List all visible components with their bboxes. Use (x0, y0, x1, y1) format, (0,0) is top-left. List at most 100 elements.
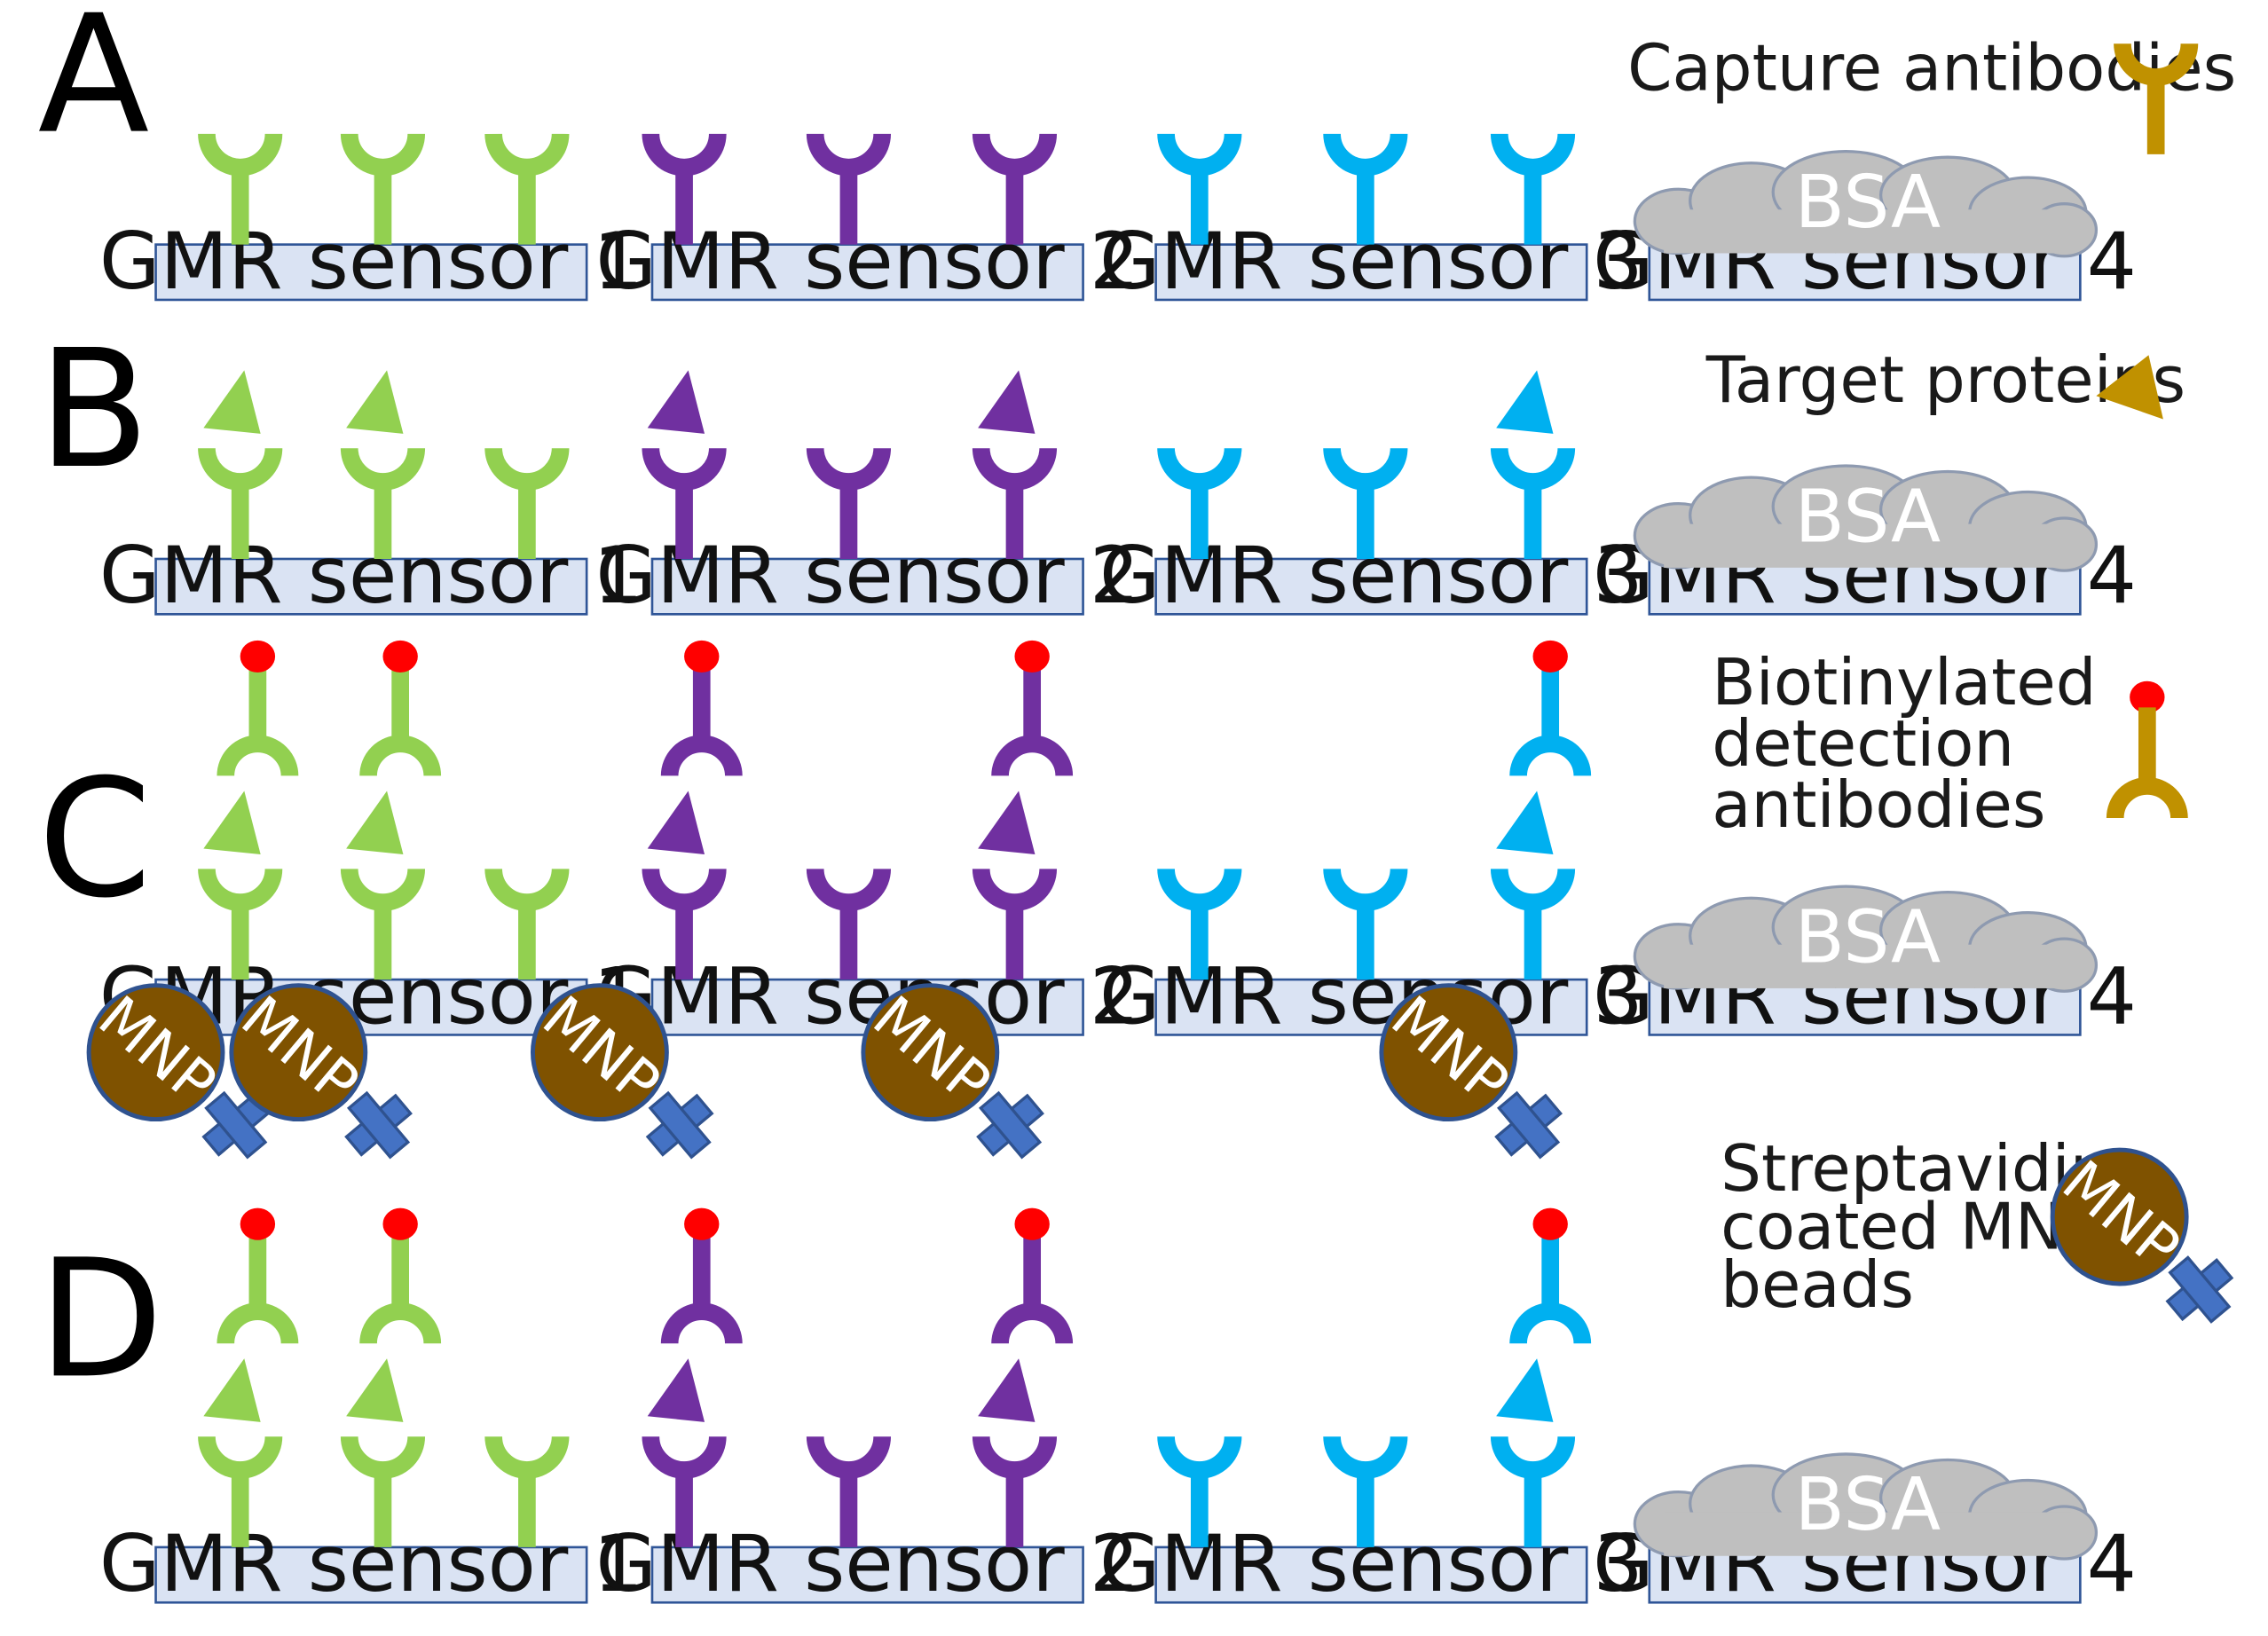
sensor-label: GMR sensor 1 (99, 1518, 643, 1609)
gmr-sensor-3: GMR sensor 3 (1099, 216, 1643, 307)
biotin-dot (2130, 680, 2165, 713)
capture-antibody-icon (1157, 1435, 1242, 1547)
capture-antibody-icon (1490, 447, 1576, 559)
capture-antibody-icon (1323, 868, 1408, 980)
capture-antibody-icon (198, 447, 283, 559)
target-protein-icon (978, 790, 1036, 855)
biotin-dot (684, 640, 720, 672)
sensor-bar (154, 557, 588, 616)
sensor-label: GMR sensor 1 (99, 530, 643, 621)
capture-antibody-icon (642, 868, 727, 980)
detection-antibody-icon (359, 640, 442, 776)
capture-antibody-icon (340, 447, 426, 559)
sensor-bar (1154, 1546, 1588, 1604)
mnp-bead: MNP (530, 983, 714, 1160)
target-protein-icon (647, 370, 705, 434)
capture-antibody-icon (1157, 133, 1242, 245)
capture-antibody-icon (484, 1435, 570, 1547)
sensor-bar (1648, 978, 2082, 1036)
mnp-bead-icon (861, 983, 1000, 1122)
capture-antibody-icon (198, 868, 283, 980)
capture-antibody-icon (1490, 133, 1576, 245)
biotin-dot (1532, 640, 1568, 672)
legend-mnp-text-line: beads (1721, 1248, 1914, 1323)
legend-mnp-bead: MNP (2050, 1147, 2234, 1324)
streptavidin-icon (645, 1090, 714, 1160)
biotin-dot (684, 1207, 720, 1240)
biotin-dot (1532, 1207, 1568, 1240)
sensor-bar (1154, 243, 1588, 302)
detection-antibody-icon (217, 1207, 299, 1344)
sensor-bar (1648, 1546, 2082, 1604)
streptavidin-icon (976, 1090, 1044, 1160)
capture-antibody-icon (806, 133, 892, 245)
detection-antibody-icon (660, 640, 743, 776)
target-protein-icon (978, 370, 1036, 434)
biotin-dot (382, 1207, 418, 1240)
gmr-sensor-1: GMR sensor 1 (99, 1518, 643, 1609)
legend-target-text: Target proteins (1705, 343, 2185, 418)
capture-antibody-icon (1490, 868, 1576, 980)
gmr-sensor-1: GMR sensor 1 (99, 216, 643, 307)
panel-letter-C: C (38, 744, 152, 934)
detection-antibody-icon (217, 640, 299, 776)
capture-antibody-icon (1157, 868, 1242, 980)
legend-detection-text-line: detection (1712, 707, 2014, 782)
mnp-bead: MNP (86, 983, 271, 1160)
mnp-bead: MNP (861, 983, 1044, 1160)
capture-antibody-icon (1323, 447, 1408, 559)
bsa-cloud: BSA (1633, 149, 2099, 258)
streptavidin-icon (344, 1090, 413, 1160)
panel-letter-B: B (38, 315, 150, 505)
mnp-bead-icon (530, 983, 669, 1122)
legend-mnp-text-line: coated MNP (1721, 1191, 2101, 1265)
target-protein-icon (346, 1358, 404, 1422)
legend-detection-text-line: Biotinylated (1712, 646, 2096, 720)
capture-antibody-icon (1490, 1435, 1576, 1547)
target-protein-icon (647, 790, 705, 855)
gmr-sensor-1: GMR sensor 1 (99, 530, 643, 621)
biotin-dot (1014, 640, 1050, 672)
mnp-bead-icon (86, 983, 225, 1122)
bsa-label: BSA (1795, 475, 1941, 559)
target-protein-icon (346, 370, 404, 434)
biotin-dot (1014, 1207, 1050, 1240)
detection-antibody-icon (660, 1207, 743, 1344)
capture-antibody-icon (340, 1435, 426, 1547)
capture-antibody-icon (642, 447, 727, 559)
sensor-bar (154, 243, 588, 302)
gmr-sensor-2: GMR sensor 2 (595, 530, 1139, 621)
target-protein-icon (1496, 790, 1554, 855)
bsa-cloud: BSA (1633, 1452, 2099, 1561)
mnp-bead-icon (2050, 1147, 2189, 1286)
bsa-label: BSA (1795, 895, 1941, 979)
mnp-bead-icon (229, 983, 368, 1122)
legend-capture-antibody-icon (2114, 43, 2199, 154)
capture-antibody-icon (1323, 1435, 1408, 1547)
target-protein-icon (203, 1358, 261, 1422)
capture-antibody-icon (972, 868, 1058, 980)
capture-antibody-icon (198, 133, 283, 245)
capture-antibody-icon (806, 868, 892, 980)
capture-antibody-icon (972, 1435, 1058, 1547)
capture-antibody-icon (806, 447, 892, 559)
detection-antibody-icon (359, 1207, 442, 1344)
capture-antibody-icon (1157, 447, 1242, 559)
panel-letter-A: A (38, 0, 150, 170)
streptavidin-icon (2165, 1255, 2234, 1324)
sensor-label: GMR sensor 1 (99, 216, 643, 307)
capture-antibody-icon (642, 133, 727, 245)
detection-antibody-icon (1509, 1207, 1592, 1344)
detection-antibody-icon (991, 1207, 1074, 1344)
capture-antibody-icon (1323, 133, 1408, 245)
capture-antibody-icon (806, 1435, 892, 1547)
bsa-label: BSA (1795, 1463, 1941, 1547)
capture-antibody-icon (340, 133, 426, 245)
target-protein-icon (346, 790, 404, 855)
capture-antibody-icon (340, 868, 426, 980)
capture-antibody-icon (484, 447, 570, 559)
capture-antibody-icon (642, 1435, 727, 1547)
target-protein-icon (203, 790, 261, 855)
